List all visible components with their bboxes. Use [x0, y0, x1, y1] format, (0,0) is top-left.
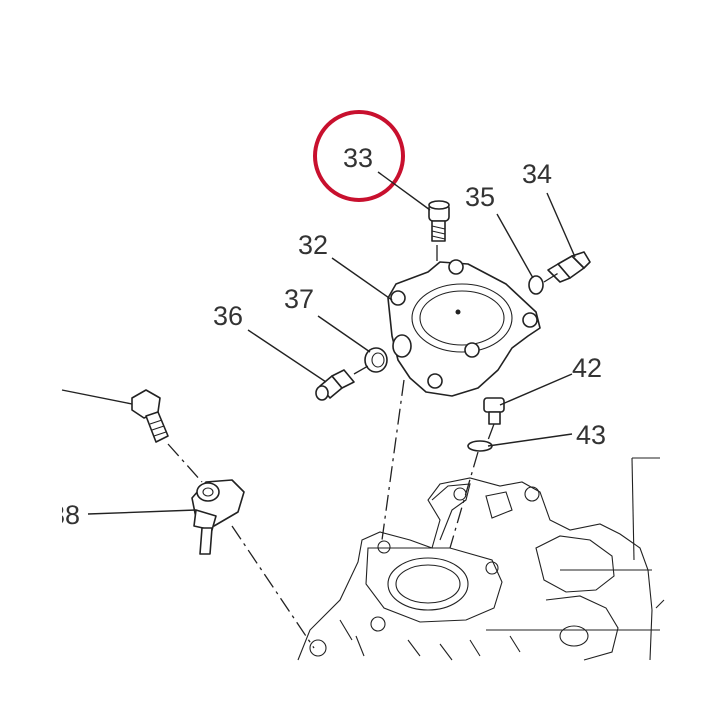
part-38-knock-sensor[interactable] [191, 479, 245, 555]
part-35-washer[interactable] [528, 275, 544, 295]
part-36-fitting[interactable] [315, 369, 355, 401]
part-34-sensor[interactable] [547, 251, 591, 283]
callout-34: 34 [522, 159, 552, 189]
left-bolt[interactable] [131, 389, 169, 443]
callout-36: 36 [213, 301, 243, 331]
callout-35: 35 [465, 182, 495, 212]
assembly-axes [167, 245, 561, 649]
part-37-washer[interactable] [364, 347, 388, 373]
callout-37: 37 [284, 284, 314, 314]
leader-lines [61, 171, 576, 515]
callout-43: 43 [576, 420, 606, 450]
callout-42: 42 [572, 353, 602, 383]
part-33-bolt[interactable] [428, 200, 450, 242]
callout-38: 38 [50, 500, 80, 530]
callout-33: 33 [343, 143, 373, 173]
highlight-circle [313, 110, 405, 202]
part-32-housing[interactable] [387, 259, 541, 397]
part-42-bolt[interactable] [483, 397, 505, 425]
callout-32: 32 [298, 230, 328, 260]
engine-casing [297, 457, 665, 661]
